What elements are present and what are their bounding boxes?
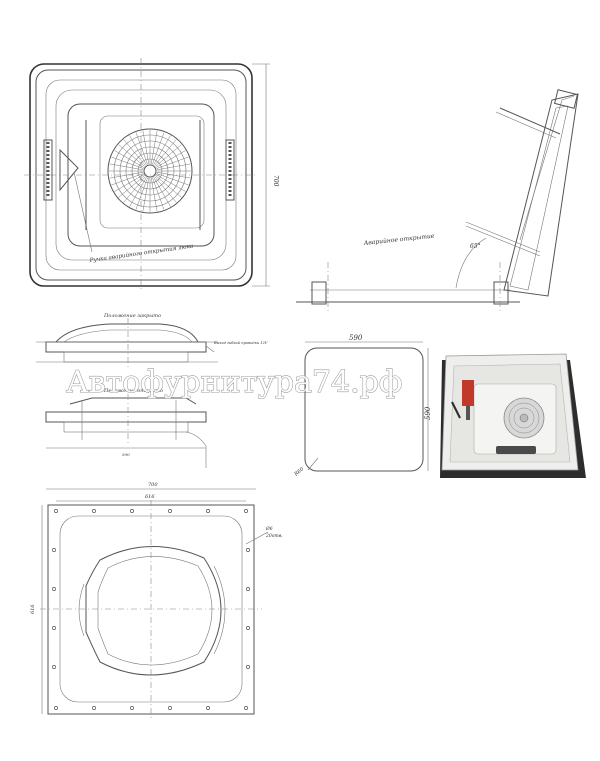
- grille-spoke: [142, 177, 150, 212]
- grille-spoke: [129, 135, 147, 166]
- grille-spoke: [155, 174, 186, 192]
- grille-spoke: [153, 135, 171, 166]
- open-position-view: Положение открыто 590: [45, 388, 207, 468]
- grille-spoke: [150, 177, 158, 212]
- mounting-hole: [168, 706, 172, 710]
- mounting-hole: [52, 626, 56, 630]
- grille-spoke: [123, 176, 146, 203]
- grille-spoke: [156, 171, 191, 179]
- mounting-hole: [92, 706, 96, 710]
- grille-spoke: [114, 174, 145, 192]
- grille-spoke: [153, 176, 171, 207]
- mounting-hole: [246, 548, 250, 552]
- grille-spoke: [135, 177, 148, 210]
- side-view-drawing: 65° Аварийное открытие: [296, 89, 579, 312]
- mounting-hole: [130, 509, 134, 513]
- grille-spoke: [156, 156, 189, 169]
- fan-grille: [107, 128, 193, 214]
- grille-spoke: [114, 150, 145, 168]
- grille-spoke: [118, 144, 145, 167]
- grille-spoke: [152, 177, 165, 210]
- mounting-hole: [52, 587, 56, 591]
- emergency-open-label: Аварийное открытие: [362, 233, 435, 248]
- grille-spoke: [109, 163, 144, 171]
- grille-spoke: [111, 156, 144, 169]
- mounting-hole: [206, 706, 210, 710]
- grille-spoke: [156, 173, 189, 186]
- grille-spoke: [150, 130, 158, 165]
- grille-spoke: [155, 175, 182, 198]
- grille-spoke: [118, 175, 145, 198]
- mounting-hole: [54, 509, 58, 513]
- cutout-height: 590: [424, 406, 432, 420]
- mounting-hole: [54, 706, 58, 710]
- grille-spoke: [155, 150, 186, 168]
- grille-spoke: [156, 163, 191, 171]
- frame-inner-width: 616: [145, 494, 155, 500]
- cutout-radius: R60: [293, 466, 306, 478]
- closed-view-title: Положение закрыто: [103, 313, 161, 319]
- top-view-height-dim: 700: [272, 175, 279, 187]
- mounting-hole: [130, 706, 134, 710]
- mounting-hole: [92, 509, 96, 513]
- closed-position-view: Положение закрыто Выход гибкой проводки …: [36, 313, 268, 370]
- roof-hatch-photo: [440, 353, 586, 478]
- grille-spoke: [154, 176, 177, 203]
- mounting-hole: [246, 587, 250, 591]
- grille-spoke: [111, 173, 144, 186]
- mounting-hole: [246, 626, 250, 630]
- mounting-hole: [246, 665, 250, 669]
- watermark-text: Автофурнитура74.рф: [66, 365, 402, 400]
- grille-spoke: [154, 139, 177, 166]
- mounting-hole: [244, 509, 248, 513]
- mounting-frame-drawing: 700 616 616 Ø6 20отв.: [30, 482, 283, 720]
- cutout-width: 590: [349, 334, 363, 342]
- opening-angle: 65°: [470, 243, 481, 250]
- roof-cutout-template: 590 590 R60: [293, 334, 432, 478]
- mounting-hole: [168, 509, 172, 513]
- hole-diameter: Ø6: [265, 525, 273, 532]
- grille-spoke: [142, 130, 150, 165]
- mounting-hole: [52, 665, 56, 669]
- mounting-hole: [52, 548, 56, 552]
- grille-spoke: [135, 132, 148, 165]
- open-view-dim: 590: [122, 452, 130, 457]
- mounting-hole: [244, 706, 248, 710]
- grille-spoke: [123, 139, 146, 166]
- open-view-title: Положение открыто: [103, 388, 163, 394]
- grille-spoke: [152, 132, 165, 165]
- frame-outer-width: 700: [148, 482, 158, 488]
- wiring-note: Выход гибкой проводки 12V: [213, 341, 268, 345]
- grille-spoke: [129, 176, 147, 207]
- top-view-drawing: Ручка аварийного открытия люка 700: [24, 58, 279, 292]
- mounting-hole: [206, 509, 210, 513]
- handle-label: Ручка аварийного открытия люка: [88, 244, 193, 265]
- grille-spoke: [155, 144, 182, 167]
- frame-inner-height: 616: [30, 604, 36, 614]
- grille-spoke: [109, 171, 144, 179]
- hole-count: 20отв.: [265, 533, 283, 539]
